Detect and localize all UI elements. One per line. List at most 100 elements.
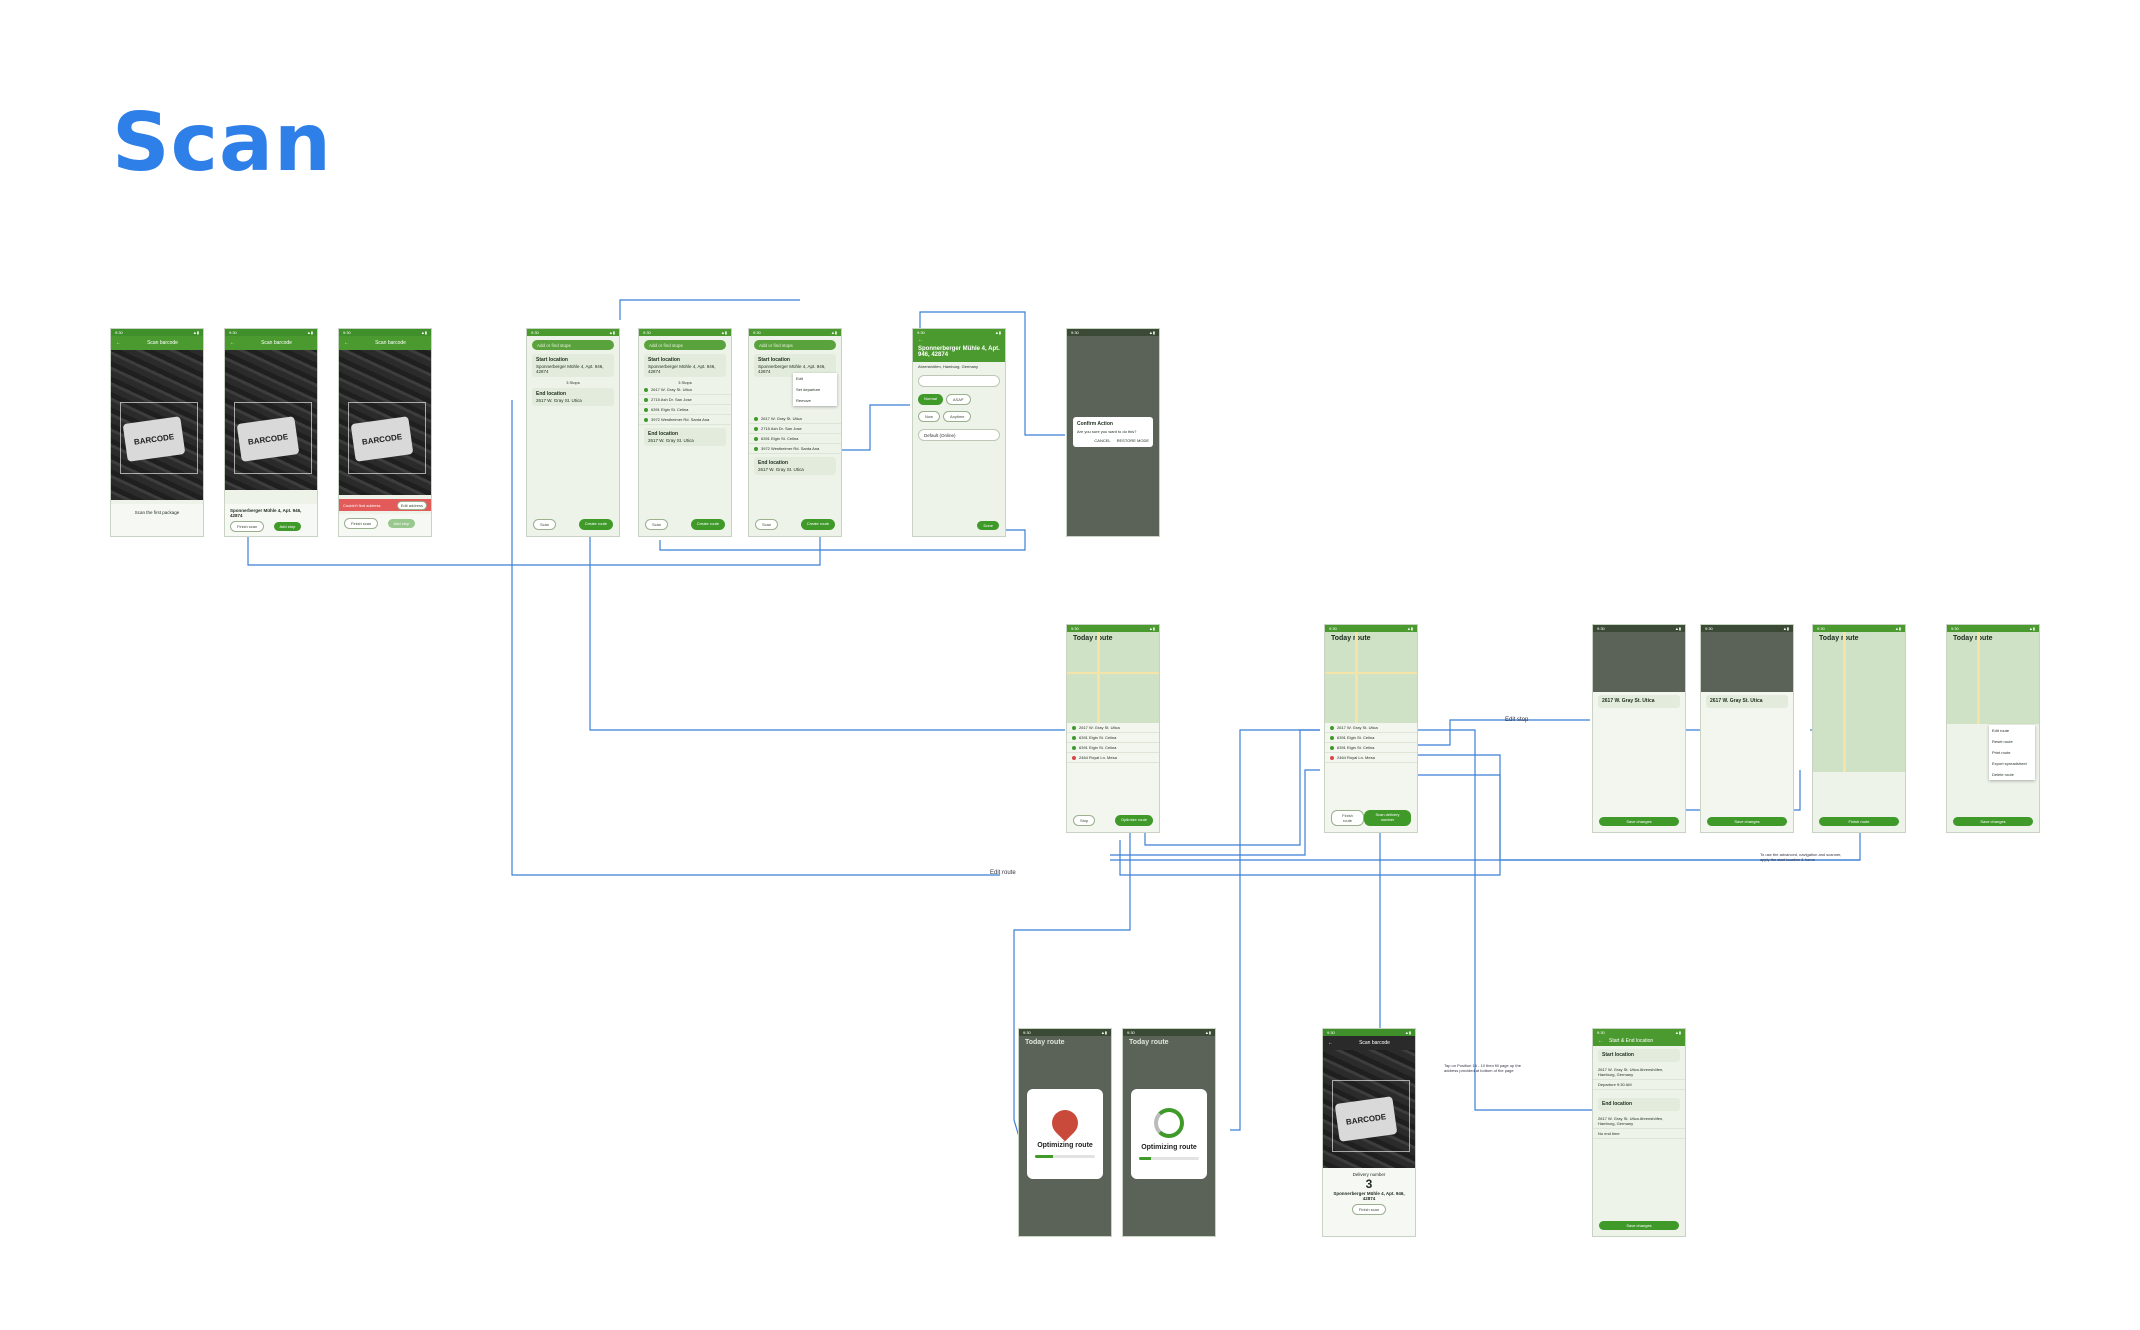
list-item[interactable]: 6391 Elgin St. Celina	[1067, 743, 1159, 753]
finish-route-button[interactable]: Finish route	[1331, 810, 1364, 826]
end-time-field[interactable]: No end time	[1593, 1129, 1685, 1139]
camera-view: BARCODE	[339, 350, 431, 495]
save-changes-button[interactable]: Save changes	[1953, 817, 2033, 826]
create-route-button[interactable]: Create route	[578, 519, 613, 530]
time-now[interactable]: Now	[918, 411, 941, 422]
edit-route-label: Edit route	[990, 870, 1016, 876]
menu-item-delete-route[interactable]: Delete route	[1992, 772, 2014, 777]
today-route-screen-3: 9:30▲▮ Today route Finish route	[1812, 624, 1906, 833]
scan-button[interactable]: Scan	[755, 519, 779, 530]
save-changes-button[interactable]: Save changes	[1599, 1221, 1679, 1230]
back-icon[interactable]: ←	[1598, 1038, 1603, 1044]
route-note: To use the advanced, navigation and scan…	[1760, 852, 1842, 862]
end-address-field[interactable]: 2617 W. Gray St. Utica Ahrenshöfen, Hamb…	[1593, 1114, 1685, 1129]
optimizing-modal: Optimizing route	[1131, 1089, 1207, 1179]
location-pin-icon	[1046, 1104, 1084, 1142]
route-map[interactable]: Today route	[1813, 632, 1905, 772]
done-button[interactable]: Done	[977, 521, 999, 530]
edit-address-button[interactable]: Edit address	[396, 500, 427, 510]
barcode-sticker: BARCODE	[122, 416, 186, 462]
today-route-screen-menu: 9:30▲▮ Today route Edit route Reset rout…	[1946, 624, 2040, 833]
stop-detail-screen: 9:30▲▮ ← Sponnerberger Mühle 4, Apt. 946…	[912, 328, 1006, 537]
start-address-field[interactable]: 2617 W. Gray St. Utica Ahrenshöfen, Hamb…	[1593, 1065, 1685, 1080]
list-item[interactable]: 2617 W. Gray St. Utica	[1067, 723, 1159, 733]
finish-scan-button[interactable]: Finish scan	[344, 518, 379, 529]
back-icon[interactable]: ←	[116, 340, 121, 346]
scan-button[interactable]: Scan	[645, 519, 669, 530]
menu-item-print-route[interactable]: Print route	[1992, 750, 2011, 755]
list-item[interactable]: 6391 Elgin St. Celina	[1325, 743, 1417, 753]
list-item[interactable]: 3972 Westheimer Rd. Santa Ana	[639, 415, 731, 425]
back-icon[interactable]: ←	[1328, 1040, 1333, 1046]
cancel-button[interactable]: CANCEL	[1094, 438, 1111, 443]
scan-delivery-button[interactable]: Scan delivery number	[1363, 810, 1411, 826]
back-icon[interactable]: ←	[230, 340, 235, 346]
add-stop-button[interactable]: Add stop	[387, 519, 416, 528]
list-item[interactable]: 6391 Elgin St. Celina	[1067, 733, 1159, 743]
barcode-sticker: BARCODE	[1334, 1096, 1398, 1142]
list-item[interactable]: 2715 Ash Dr. San Jose	[639, 395, 731, 405]
add-stop-button[interactable]: Add stop	[273, 522, 302, 531]
context-menu: Edit Set departure Remove	[793, 373, 837, 406]
search-input[interactable]: Add or find stops	[754, 340, 836, 350]
create-route-button[interactable]: Create route	[690, 519, 725, 530]
list-item[interactable]: 2464 Royal Ln. Mesa	[1325, 753, 1417, 763]
list-item[interactable]: 6391 Elgin St. Celina	[639, 405, 731, 415]
type-select[interactable]: Default (Online)	[918, 429, 1000, 441]
menu-item-edit[interactable]: Edit	[796, 376, 803, 381]
create-route-button[interactable]: Create route	[800, 519, 835, 530]
optimizing-screen-2: 9:30▲▮ Today route Optimizing route	[1122, 1028, 1216, 1237]
edit-stop-sheet-2: 9:30▲▮ 2617 W. Gray St. Utica Save chang…	[1700, 624, 1794, 833]
finish-scan-button[interactable]: Finish scan	[1351, 1204, 1387, 1215]
scan-button[interactable]: Scan	[533, 519, 557, 530]
apartment-input[interactable]	[918, 375, 1000, 387]
list-item[interactable]: 2464 Royal Ln. Mesa	[1067, 753, 1159, 763]
save-changes-button[interactable]: Save changes	[1599, 817, 1679, 826]
route-menu: Edit route Reset route Print route Expor…	[1989, 725, 2035, 780]
optimize-route-button[interactable]: Optimize route	[1114, 815, 1153, 826]
search-input[interactable]: Add or find stops	[644, 340, 726, 350]
list-item[interactable]: 2617 W. Gray St. Utica	[639, 385, 731, 395]
back-icon[interactable]: ←	[918, 337, 923, 343]
time-anytime[interactable]: Anytime	[943, 411, 972, 422]
finish-route-button[interactable]: Finish route	[1819, 817, 1899, 826]
route-map[interactable]: Today route	[1325, 632, 1417, 724]
list-item[interactable]: 2617 W. Gray St. Utica	[1325, 723, 1417, 733]
confirm-dialog: Confirm Action Are you sure you want to …	[1073, 417, 1153, 447]
list-item[interactable]: 6391 Elgin St. Celina	[749, 434, 841, 444]
save-changes-button[interactable]: Save changes	[1707, 817, 1787, 826]
delivery-number: 3	[1365, 1177, 1373, 1191]
finish-scan-button[interactable]: Finish scan	[230, 521, 265, 532]
route-map[interactable]: Today route	[1067, 632, 1159, 724]
menu-item-edit-route[interactable]: Edit route	[1992, 728, 2010, 733]
list-item[interactable]: 6391 Elgin St. Celina	[1325, 733, 1417, 743]
tab-asap[interactable]: ASAP	[945, 394, 971, 405]
menu-item-reset-route[interactable]: Reset route	[1992, 739, 2013, 744]
search-input[interactable]: Add or find stops	[532, 340, 614, 350]
menu-item-export[interactable]: Export spreadsheet	[1992, 761, 2027, 766]
confirm-button[interactable]: RESTORE MODE	[1116, 438, 1149, 443]
edit-stop-sheet-1: 9:30▲▮ 2617 W. Gray St. Utica Save chang…	[1592, 624, 1686, 833]
route-map[interactable]: Today route	[1947, 632, 2039, 724]
list-item[interactable]: 2715 Ash Dr. San Jose	[749, 424, 841, 434]
optimizing-modal: Optimizing route	[1027, 1089, 1103, 1179]
menu-item-departure[interactable]: Set departure	[796, 387, 821, 392]
stop-button[interactable]: Stop	[1073, 815, 1096, 826]
menu-item-remove[interactable]: Remove	[796, 398, 811, 403]
scan-screen-2: 9:30▲▮ ←Scan barcode BARCODE Sponnerberg…	[224, 328, 318, 537]
confirm-dialog-screen: 9:30▲▮ Confirm Action Are you sure you w…	[1066, 328, 1160, 537]
refresh-icon	[1154, 1108, 1184, 1138]
departure-field[interactable]: Departure 9:30 AM	[1593, 1080, 1685, 1090]
tab-normal[interactable]: Normal	[918, 394, 943, 405]
start-end-screen: 9:30▲▮ ←Start & End location Start locat…	[1592, 1028, 1686, 1237]
list-item[interactable]: 2617 W. Gray St. Utica	[749, 414, 841, 424]
list-item[interactable]: 3972 Westheimer Rd. Santa Ana	[749, 444, 841, 454]
optimize-progress	[1139, 1157, 1199, 1160]
back-icon[interactable]: ←	[344, 340, 349, 346]
